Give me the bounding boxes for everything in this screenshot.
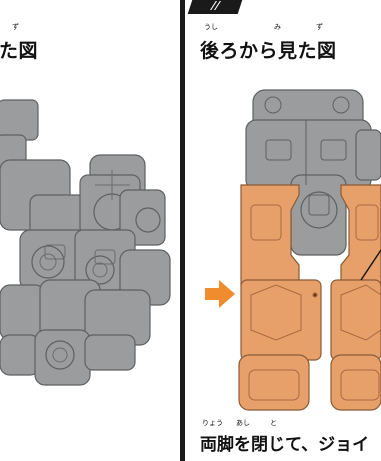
back-view-figure <box>238 89 381 411</box>
front-view-heading: た図 <box>0 40 39 62</box>
heading-ruby-2: み <box>274 23 281 31</box>
instruction-caption: 両脚を閉じて、ジョイ <box>200 435 370 455</box>
caption-ruby-3: と <box>270 419 277 427</box>
left-panel: ず た図 <box>0 0 181 461</box>
right-arrow-icon <box>205 280 235 308</box>
front-view-figure <box>0 99 171 386</box>
heading-ruby-left: ず <box>12 23 19 31</box>
heading-ruby-3: ず <box>316 23 323 31</box>
heading-ruby-1: うし <box>204 23 218 31</box>
back-view-heading: 後ろから見た図 <box>200 40 337 62</box>
caption-ruby-1: りょう <box>202 419 223 427</box>
panel-divider <box>180 0 185 461</box>
caption-ruby-2: あし <box>236 419 250 427</box>
